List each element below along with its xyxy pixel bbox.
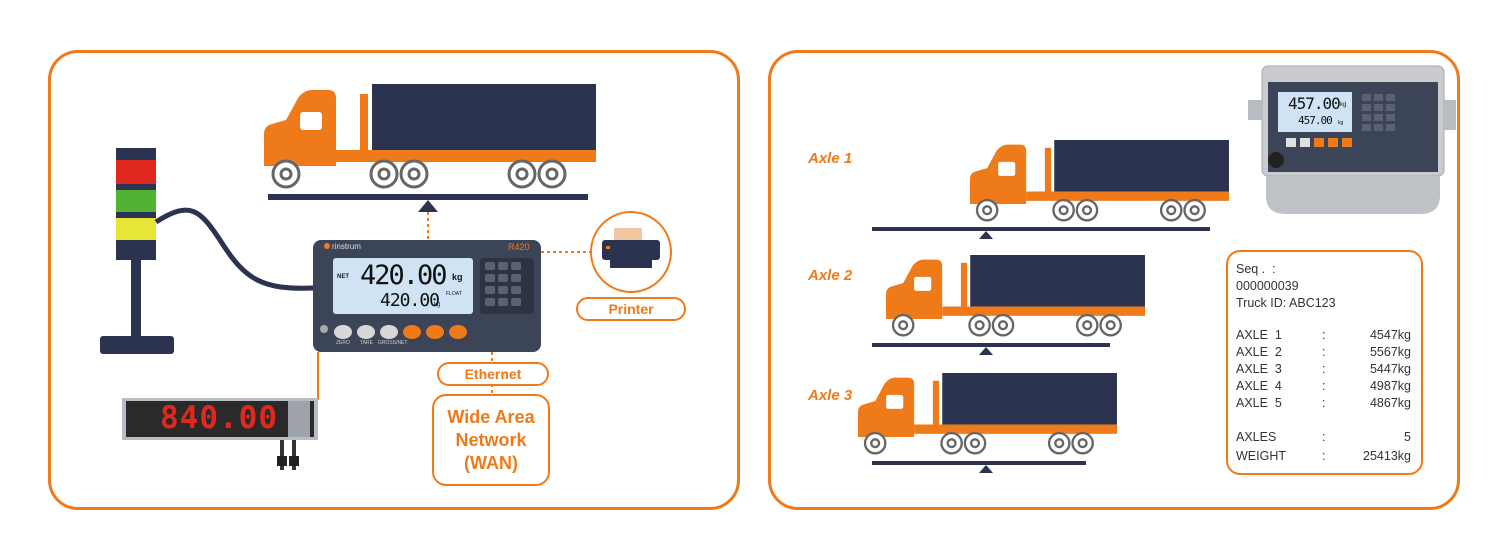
load-cell-icon <box>418 200 438 212</box>
indicator2-sub-reading: 457.00 <box>1298 114 1333 127</box>
ticket-axle-4-weight: 4987kg <box>1369 379 1411 393</box>
ticket-seq-label: Seq . : <box>1236 262 1276 276</box>
indicator-main-reading: 420.00 <box>360 260 448 291</box>
axle-3-label: Axle 3 <box>808 387 853 404</box>
ticket-axle-3-weight: 5447kg <box>1369 362 1411 376</box>
ticket-weight-label: WEIGHT <box>1236 449 1286 463</box>
ticket-axles-total-value: 5 <box>1404 430 1411 444</box>
remote-display <box>122 398 318 470</box>
ticket-axle-1-weight: 4547kg <box>1369 328 1411 342</box>
indicator-lcd <box>333 258 473 314</box>
indicator-sub-reading: 420.00 <box>380 290 440 311</box>
r420-indicator <box>313 240 541 352</box>
ticket-truck-id: Truck ID: ABC123 <box>1236 296 1336 310</box>
axle-1-label: Axle 1 <box>808 150 853 167</box>
stainless-indicator <box>1248 65 1456 214</box>
indicator-sub-tag: FLOAT <box>446 291 462 297</box>
stack-light-cable <box>154 207 315 291</box>
ticket-axle-2-weight: 5567kg <box>1369 345 1411 359</box>
indicator-brand: rinstrum <box>332 242 361 251</box>
truck-axle-3 <box>856 371 1119 455</box>
wan-label-line3: (WAN) <box>464 453 518 473</box>
printer-label: Printer <box>576 297 686 321</box>
truck-axle-2 <box>884 253 1147 337</box>
ticket-axle-1-name: AXLE 1 <box>1236 328 1282 342</box>
weighbridge-platform <box>268 194 588 200</box>
ticket-weight-value: 25413kg <box>1363 449 1411 463</box>
indicator-main-unit: kg <box>452 272 463 282</box>
indicator2-main-unit: kg <box>1340 102 1347 108</box>
ticket-axle-5-weight: 4867kg <box>1369 396 1411 410</box>
indicator2-main-reading: 457.00 <box>1288 94 1341 113</box>
truck-axle-1 <box>968 138 1231 222</box>
truck-main <box>262 82 598 189</box>
wan-box: Wide Area Network (WAN) <box>432 394 550 486</box>
wan-label-line1: Wide Area <box>447 407 535 427</box>
indicator-sub-unit: kg <box>434 302 441 308</box>
indicator2-sub-unit: kg <box>1338 120 1344 126</box>
ticket-axle-5-name: AXLE 5 <box>1236 396 1282 410</box>
ticket-axle-2-name: AXLE 2 <box>1236 345 1282 359</box>
indicator-lcd-2 <box>1278 92 1352 132</box>
stack-light-icon <box>100 148 174 354</box>
printer-icon <box>590 211 672 293</box>
indicator-key-tare: TARE <box>360 340 373 346</box>
ticket-axle-3-name: AXLE 3 <box>1236 362 1282 376</box>
remote-display-reading: 840.00 <box>160 400 278 436</box>
indicator-key-zero: ZERO <box>336 340 350 346</box>
ticket-axles-total-label: AXLES <box>1236 430 1277 444</box>
ticket-axle-4-name: AXLE 4 <box>1236 379 1282 393</box>
ethernet-label: Ethernet <box>437 362 549 386</box>
indicator-net-label: NET <box>337 274 349 280</box>
indicator-key-gross: GROSS/NET <box>378 340 408 346</box>
indicator-model: R420 <box>508 242 530 252</box>
weigh-ticket: Seq . : 000000039 Truck ID: ABC123 AXLE … <box>1226 250 1423 475</box>
ticket-seq-number: 000000039 <box>1236 279 1299 293</box>
axle-2-label: Axle 2 <box>808 267 853 284</box>
wan-label-line2: Network <box>455 430 527 450</box>
